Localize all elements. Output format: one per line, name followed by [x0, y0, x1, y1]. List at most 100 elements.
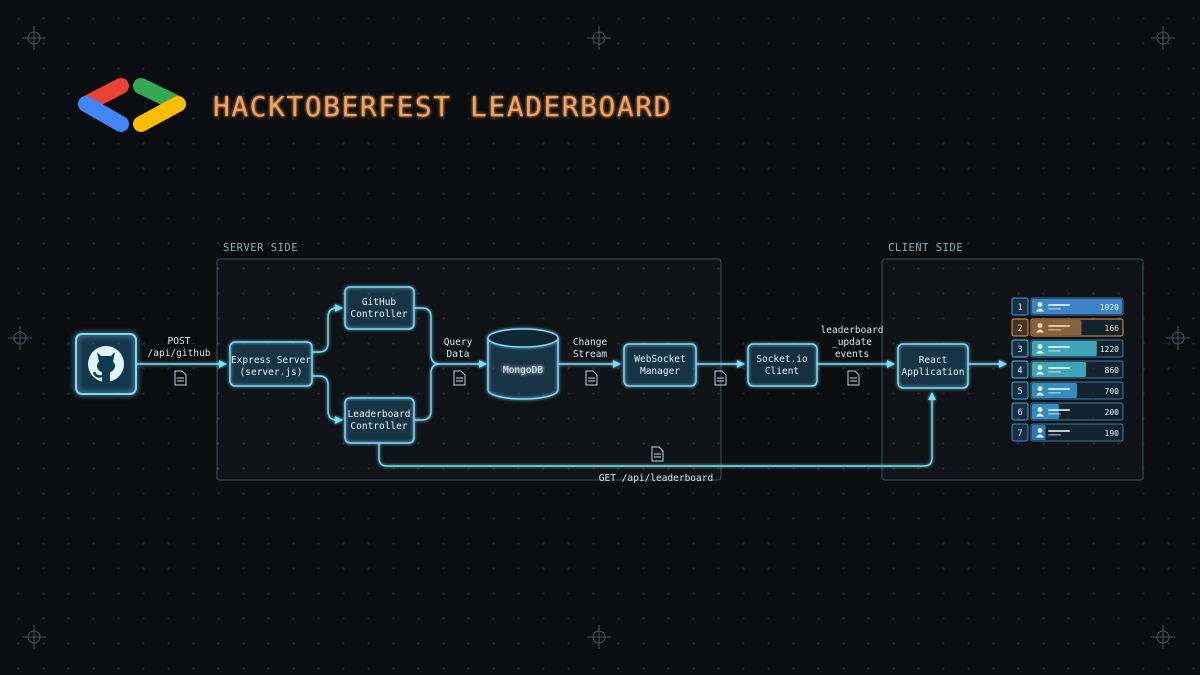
user-icon [1036, 302, 1044, 312]
score-bar [1032, 320, 1082, 335]
username-placeholder [1048, 350, 1061, 352]
github-icon [88, 346, 124, 382]
username-placeholder [1048, 367, 1070, 369]
username-placeholder [1048, 434, 1061, 436]
google-developers-logo-icon [78, 78, 186, 132]
leaderboard-update-label: leaderboard [821, 325, 884, 336]
document-icon [174, 370, 187, 386]
websocket-manager-sublabel: Manager [640, 366, 680, 377]
websocket-manager-label: WebSocket [634, 354, 685, 365]
websocket-manager-node: WebSocket Manager [623, 343, 697, 387]
post-api-github-label: POST [168, 336, 191, 347]
connectors [137, 304, 1007, 467]
score-value: 200 [1105, 408, 1120, 417]
rank-badge [1011, 423, 1029, 442]
username-placeholder [1048, 413, 1061, 415]
connector-leaderboard-controller-join [414, 363, 441, 421]
leaderboard-row: 1 1020 [1011, 297, 1124, 316]
change-stream-label: Change [573, 337, 608, 348]
github-controller-label: GitHub [362, 297, 397, 308]
rank-number: 7 [1017, 429, 1022, 439]
score-bar [1032, 341, 1097, 356]
express-server-label: Express Server [231, 355, 311, 366]
rank-number: 4 [1017, 366, 1022, 376]
score-value: 1020 [1100, 303, 1119, 312]
rank-badge [1011, 297, 1029, 316]
rank-badge [1011, 360, 1029, 379]
user-icon [1036, 344, 1044, 354]
user-icon [1036, 407, 1044, 417]
rank-badge [1011, 339, 1029, 358]
document-icon [585, 370, 598, 386]
rank-number: 1 [1017, 303, 1022, 313]
express-server-node: Express Server (server.js) [229, 341, 313, 387]
mongodb-node: MongoDB [487, 328, 559, 400]
connector-express-github-controller [312, 304, 343, 353]
leaderboard-controller-node: Leaderboard Controller [344, 397, 415, 444]
score-value: 166 [1105, 324, 1120, 333]
score-bar [1032, 404, 1059, 419]
leaderboard-update-sublabel: _update [832, 337, 872, 348]
crosshair-icon [587, 625, 611, 649]
crosshair-marks [8, 26, 1190, 649]
username-placeholder [1048, 308, 1061, 310]
user-icon [1036, 323, 1044, 333]
express-server-sublabel: (server.js) [240, 367, 303, 378]
crosshair-icon [1151, 625, 1175, 649]
rank-number: 6 [1017, 408, 1022, 418]
query-data-label: Query [444, 337, 473, 348]
username-placeholder [1048, 346, 1070, 348]
react-application-node: React Application [897, 343, 969, 389]
leaderboard-row: 2 166 [1011, 318, 1124, 337]
leaderboard-controller-sublabel: Controller [350, 421, 407, 432]
score-track [1030, 423, 1124, 442]
connector-github-controller-join [414, 307, 487, 368]
crosshair-icon [587, 26, 611, 50]
client-side-label: CLIENT SIDE [888, 242, 963, 254]
github-controller-sublabel: Controller [350, 309, 407, 320]
document-icon [453, 370, 466, 386]
username-placeholder [1048, 388, 1070, 390]
rank-badge [1011, 402, 1029, 421]
get-api-leaderboard-label: GET /api/leaderboard [599, 473, 713, 484]
score-value: 860 [1105, 366, 1120, 375]
change-stream-sublabel: Stream [573, 349, 608, 360]
username-placeholder [1048, 329, 1061, 331]
mongodb-label: MongoDB [503, 365, 543, 376]
rank-number: 3 [1017, 345, 1022, 355]
user-icon [1036, 365, 1044, 375]
query-data-sublabel: Data [447, 349, 470, 360]
score-bar [1032, 383, 1077, 398]
leaderboard-row: 6 200 [1011, 402, 1124, 421]
page-title: HACKTOBERFEST LEADERBOARD [213, 90, 672, 123]
username-placeholder [1048, 430, 1070, 432]
username-placeholder [1048, 325, 1070, 327]
server-side-label: SERVER SIDE [223, 242, 298, 254]
score-value: 1220 [1100, 345, 1119, 354]
payload-document-icons [174, 370, 860, 462]
username-placeholder [1048, 392, 1061, 394]
crosshair-icon [22, 26, 46, 50]
rank-number: 2 [1017, 324, 1022, 334]
react-application-sublabel: Application [902, 367, 965, 378]
username-placeholder [1048, 304, 1070, 306]
username-placeholder [1048, 409, 1070, 411]
github-source-node [75, 333, 137, 395]
crosshair-icon [22, 625, 46, 649]
leaderboard-controller-label: Leaderboard [348, 409, 411, 420]
score-value: 700 [1105, 387, 1120, 396]
server-side-region [216, 258, 722, 481]
score-bar [1032, 362, 1086, 377]
connector-express-leaderboard-controller [312, 375, 343, 424]
crosshair-icon [1166, 326, 1190, 350]
github-controller-node: GitHub Controller [344, 286, 415, 330]
react-application-label: React [919, 355, 948, 366]
document-icon [847, 370, 860, 386]
leaderboard-row: 3 1220 [1011, 339, 1124, 358]
crosshair-icon [1151, 26, 1175, 50]
